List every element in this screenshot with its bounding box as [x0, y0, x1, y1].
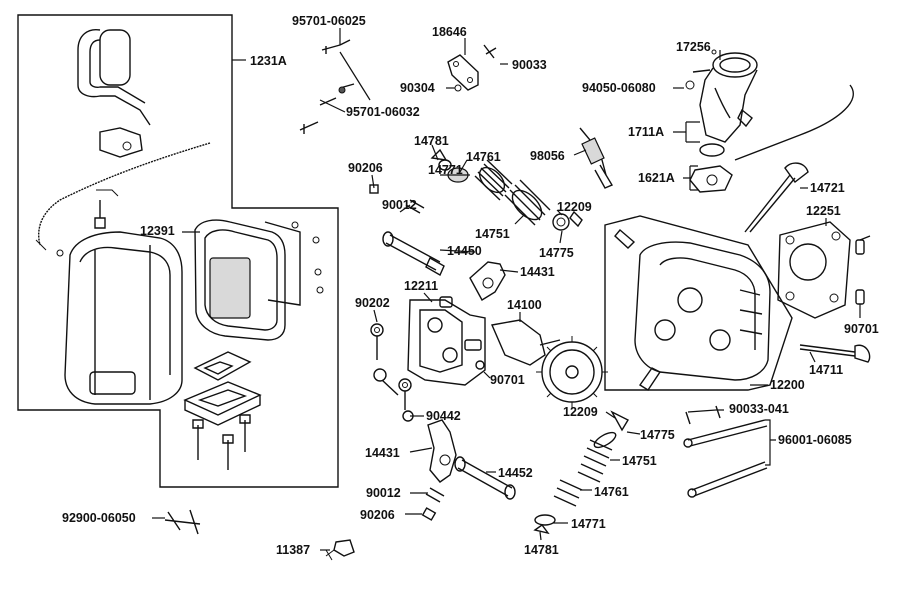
label-14751-bottom: 14751 — [622, 454, 657, 468]
label-90442: 90442 — [426, 409, 461, 423]
label-14711: 14711 — [809, 363, 844, 377]
label-90033-041: 90033-041 — [729, 402, 789, 416]
label-94050-06080: 94050-06080 — [582, 81, 656, 95]
cylinder-head-group-outline — [604, 215, 793, 391]
intake-manifold-part — [685, 52, 758, 157]
label-14450: 14450 — [447, 244, 482, 258]
label-90012-top: 90012 — [382, 198, 417, 212]
label-14775-bottom: 14775 — [640, 428, 675, 442]
label-90701-left: 90701 — [490, 373, 525, 387]
cover-gasket-part — [194, 219, 286, 341]
cylinder-head-part — [614, 229, 771, 391]
label-90304: 90304 — [400, 81, 435, 95]
label-14761-top: 14761 — [466, 150, 501, 164]
label-12209-top: 12209 — [557, 200, 592, 214]
vacuum-hose-part — [734, 84, 854, 161]
label-90701-right: 90701 — [844, 322, 879, 336]
leader-lines — [152, 28, 861, 551]
label-90012-bottom: 90012 — [366, 486, 401, 500]
bolts-95701 — [299, 39, 355, 134]
label-14781-bottom: 14781 — [524, 543, 559, 557]
cover-group-outline — [17, 14, 339, 488]
exhaust-valve-part — [744, 162, 809, 233]
label-90206-top: 90206 — [348, 161, 383, 175]
label-12209-bottom: 12209 — [563, 405, 598, 419]
breather-pipe-part — [77, 28, 151, 126]
label-14775-top: 14775 — [539, 246, 574, 260]
valve-springs-bottom — [533, 410, 629, 535]
rocker-arm-top-part — [469, 261, 506, 301]
rocker-arm-bottom-part — [427, 419, 457, 483]
camshaft-part — [491, 319, 608, 408]
washers-90202-90442 — [370, 323, 414, 422]
cover-bolts — [291, 221, 324, 294]
label-14771-bottom: 14771 — [571, 517, 606, 531]
label-14771-top: 14771 — [428, 163, 463, 177]
cam-chain-tensioner-plate — [447, 54, 479, 91]
cover-long-bolts — [192, 414, 251, 470]
long-studs-part — [683, 405, 768, 498]
rocker-shaft-bottom-part — [454, 456, 516, 500]
label-11387: 11387 — [276, 543, 311, 557]
label-12211: 12211 — [404, 279, 439, 293]
small-bolt-90012 — [425, 487, 445, 503]
intake-valve-part — [799, 344, 871, 363]
label-14431-bottom: 14431 — [365, 446, 400, 460]
label-92900-06050: 92900-06050 — [62, 511, 136, 525]
spark-plug-part — [579, 127, 614, 189]
head-cover-part — [64, 231, 183, 405]
label-14452: 14452 — [498, 466, 533, 480]
rocker-shaft-part — [382, 231, 445, 276]
label-98056: 98056 — [530, 149, 565, 163]
breather-gasket-part — [99, 127, 143, 158]
label-90202: 90202 — [355, 296, 390, 310]
head-gasket-part — [777, 221, 851, 319]
label-12251: 12251 — [806, 204, 841, 218]
label-17256: 17256 — [676, 40, 711, 54]
dowel-pin-right — [855, 239, 865, 255]
label-90033: 90033 — [512, 58, 547, 72]
label-95701-06032: 95701-06032 — [346, 105, 420, 119]
label-14431-top: 14431 — [520, 265, 555, 279]
label-14751-top: 14751 — [475, 227, 510, 241]
label-95701-06025: 95701-06025 — [292, 14, 366, 28]
label-14761-bottom: 14761 — [594, 485, 629, 499]
label-90206-bottom: 90206 — [360, 508, 395, 522]
label-1231A: 1231A — [250, 54, 287, 68]
clip-11387 — [333, 539, 355, 557]
intake-gasket-part — [689, 165, 733, 193]
pin-92900-06050 — [164, 509, 201, 535]
label-1621A: 1621A — [638, 171, 675, 185]
label-14100: 14100 — [507, 298, 542, 312]
small-screw-90206 — [421, 507, 437, 521]
label-96001-06085: 96001-06085 — [778, 433, 852, 447]
label-14721: 14721 — [810, 181, 845, 195]
cover-bracket-part — [193, 351, 252, 381]
camshaft-holder-part — [407, 296, 486, 386]
label-18646: 18646 — [432, 25, 467, 39]
hose-part — [38, 142, 211, 246]
breather-pipe-bend — [99, 29, 131, 86]
label-12391: 12391 — [140, 224, 175, 238]
label-12200: 12200 — [770, 378, 805, 392]
label-1711A: 1711A — [628, 125, 665, 139]
label-14781-top: 14781 — [414, 134, 449, 148]
